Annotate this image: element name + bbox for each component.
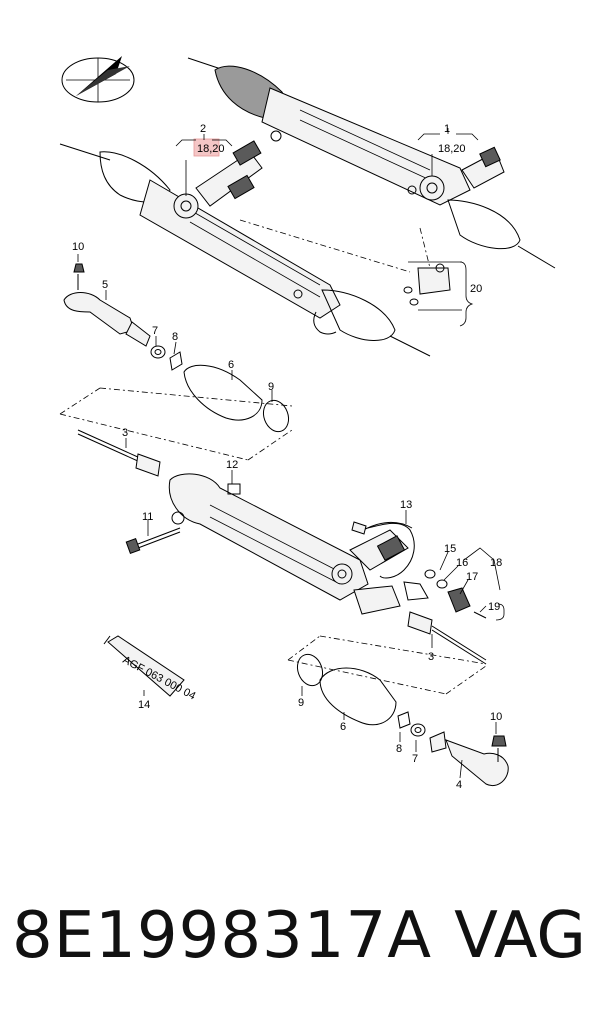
steering-rack-top bbox=[187, 57, 556, 269]
callout-19: 19 bbox=[488, 601, 500, 613]
callout-10-top: 10 bbox=[72, 241, 84, 253]
callout-17: 17 bbox=[466, 571, 478, 583]
tie-rod-3-left bbox=[77, 429, 161, 477]
part-footer: 8E1998317A VAG bbox=[0, 888, 600, 988]
callout-8-bottom: 8 bbox=[396, 743, 402, 755]
tie-rod-3-right bbox=[407, 611, 487, 665]
callout-7-bottom: 7 bbox=[412, 753, 418, 765]
callout-9-bottom: 9 bbox=[298, 697, 304, 709]
clip-8-right bbox=[397, 711, 411, 729]
callout-10-bottom: 10 bbox=[490, 711, 502, 723]
mounting-bracket-20 bbox=[403, 261, 474, 327]
callout-6-bottom: 6 bbox=[340, 721, 346, 733]
callout-3-right: 3 bbox=[428, 651, 434, 663]
tie-rod-end-right bbox=[429, 731, 509, 786]
boot-6-left bbox=[183, 364, 263, 421]
bolt-11 bbox=[125, 527, 181, 554]
callout-3-left: 3 bbox=[122, 427, 128, 439]
steering-rack-exploded-diagram: AGF 063 000 04 2 18,20 1 18,20 20 10 5 7… bbox=[59, 56, 556, 791]
clamp-9-left bbox=[262, 399, 290, 433]
highlight-box bbox=[193, 138, 220, 157]
steering-rack-middle bbox=[59, 140, 431, 357]
tube-label: AGF 063 000 04 bbox=[121, 654, 198, 702]
callout-16: 16 bbox=[456, 557, 468, 569]
clip-8 bbox=[169, 351, 183, 371]
orientation-arrow-icon bbox=[61, 56, 135, 103]
callout-1: 1 bbox=[444, 123, 450, 135]
callout-9-top: 9 bbox=[268, 381, 274, 393]
callout-20: 20 bbox=[470, 283, 482, 295]
callout-12: 12 bbox=[226, 459, 238, 471]
callout-5: 5 bbox=[102, 279, 108, 291]
nut-7 bbox=[150, 345, 166, 359]
callout-1-sub: 18,20 bbox=[438, 143, 466, 155]
callout-18: 18 bbox=[490, 557, 502, 569]
callout-2: 2 bbox=[200, 123, 206, 135]
part-number: 8E1998317A bbox=[12, 899, 432, 973]
callout-11: 11 bbox=[142, 511, 153, 523]
callout-7-top: 7 bbox=[152, 325, 158, 337]
callout-15: 15 bbox=[444, 543, 456, 555]
callout-13: 13 bbox=[400, 499, 412, 511]
tie-rod-end-left bbox=[63, 263, 151, 347]
callout-6-top: 6 bbox=[228, 359, 234, 371]
steering-rack-lower bbox=[168, 473, 413, 615]
callout-2-sub: 18,20 bbox=[197, 143, 225, 155]
brand-label: VAG bbox=[454, 899, 586, 973]
nut-7-right bbox=[410, 723, 426, 737]
callout-8-top: 8 bbox=[172, 331, 178, 343]
callout-14: 14 bbox=[138, 699, 150, 711]
clamp-9-right bbox=[296, 653, 324, 687]
boot-6-right bbox=[319, 667, 397, 726]
grease-tube-14: AGF 063 000 04 bbox=[103, 635, 198, 703]
sensor-group-18 bbox=[403, 547, 505, 621]
wire-13 bbox=[351, 521, 415, 579]
cap-12 bbox=[227, 483, 241, 495]
callout-4: 4 bbox=[456, 779, 462, 791]
